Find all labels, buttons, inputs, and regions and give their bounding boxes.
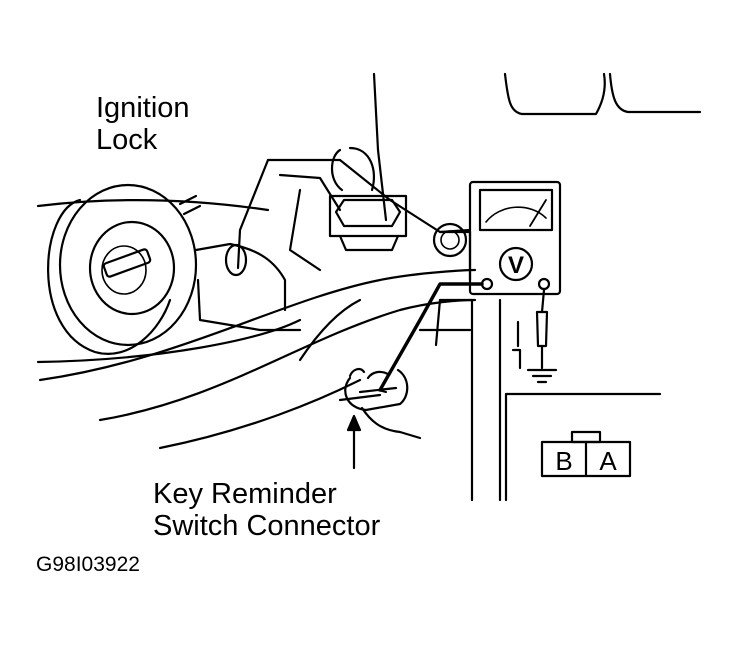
figure-id: G98I03922 — [36, 553, 140, 576]
connector-inset — [504, 392, 662, 502]
ignition-label-line2: Lock — [96, 124, 158, 156]
mounting-nut — [328, 146, 468, 258]
ignition-lock-cylinder — [47, 183, 302, 355]
voltmeter-terminal-pos[interactable] — [537, 277, 551, 291]
connector-latch — [570, 430, 602, 444]
key-reminder-label-line2: Switch Connector — [153, 510, 381, 542]
key-slot — [102, 248, 152, 278]
key-reminder-label: Key Reminder Switch Connector — [153, 478, 380, 542]
voltmeter — [468, 180, 562, 296]
panel-outline — [418, 298, 502, 502]
connector-pin-a: A — [599, 446, 617, 476]
key-reminder-label-line1: Key Reminder — [153, 478, 337, 510]
ignition-label-line1: Ignition — [96, 92, 190, 124]
pointer-arrow — [346, 414, 362, 470]
test-lead-red — [511, 288, 549, 370]
voltmeter-dial — [478, 188, 554, 232]
voltmeter-symbol: V — [508, 252, 524, 279]
dashboard-outline — [372, 72, 702, 222]
key-reminder-connector — [344, 367, 422, 440]
connector-pin-b: B — [555, 446, 572, 476]
ground-icon — [526, 368, 558, 384]
voltmeter-symbol-circle — [498, 246, 534, 282]
ignition-lock-label: Ignition Lock — [96, 92, 190, 156]
test-lead-black — [377, 282, 484, 393]
